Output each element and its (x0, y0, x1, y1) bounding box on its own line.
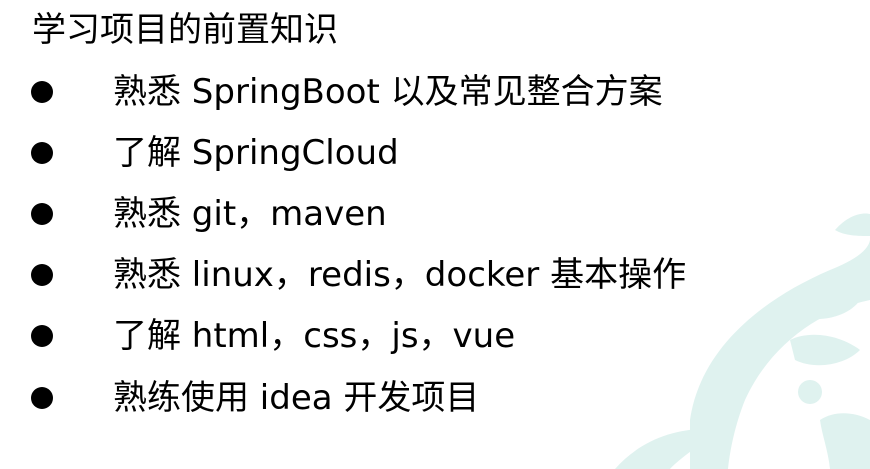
bullet-icon (31, 325, 53, 347)
bullet-icon (31, 387, 53, 409)
list-item-text: 了解 SpringCloud (113, 133, 399, 173)
list-item-text: 熟悉 linux，redis，docker 基本操作 (113, 255, 687, 295)
bullet-icon (31, 264, 53, 286)
list-item: 熟悉 git，maven (0, 188, 860, 240)
bullet-icon (31, 203, 53, 225)
list-item-text: 熟悉 SpringBoot 以及常见整合方案 (113, 72, 663, 112)
bullet-icon (31, 81, 53, 103)
list-item: 了解 SpringCloud (0, 127, 860, 179)
slide-title: 学习项目的前置知识 (32, 10, 338, 50)
list-item-text: 熟悉 git，maven (113, 194, 387, 234)
bullet-icon (31, 142, 53, 164)
list-item: 熟悉 SpringBoot 以及常见整合方案 (0, 66, 860, 118)
list-item: 熟练使用 idea 开发项目 (0, 372, 860, 424)
list-item: 了解 html，css，js，vue (0, 310, 860, 362)
list-item-text: 了解 html，css，js，vue (113, 316, 516, 356)
list-item-text: 熟练使用 idea 开发项目 (113, 378, 480, 418)
list-item: 熟悉 linux，redis，docker 基本操作 (0, 249, 860, 301)
